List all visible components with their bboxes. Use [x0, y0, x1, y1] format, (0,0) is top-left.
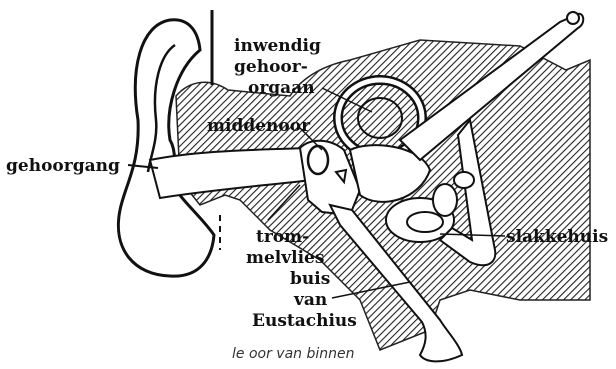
ossicles: [308, 146, 328, 174]
label-gehoorgang: gehoorgang: [6, 156, 120, 177]
label-trommelvlies-line2: melvlies: [246, 248, 324, 269]
label-eustachius-line1: buis: [290, 269, 330, 290]
label-eustachius-line3: Eustachius: [252, 311, 357, 332]
semicircular-canal-hole: [358, 98, 402, 138]
label-slakkehuis: slakkehuis: [506, 227, 608, 248]
label-eustachius-line2: van: [294, 290, 327, 311]
label-inwendig-line2: gehoor-: [234, 57, 308, 78]
nerve-end-circle: [567, 12, 579, 24]
diagram-caption: le oor van binnen: [232, 346, 355, 362]
bone-fragment-2: [454, 172, 474, 188]
bone-fragment-1: [433, 184, 457, 216]
label-inwendig-line3: orgaan: [248, 78, 315, 99]
label-middenoor: middenoor: [207, 116, 310, 137]
label-inwendig-line1: inwendig: [234, 36, 321, 57]
label-trommelvlies-line1: trom-: [256, 227, 309, 248]
